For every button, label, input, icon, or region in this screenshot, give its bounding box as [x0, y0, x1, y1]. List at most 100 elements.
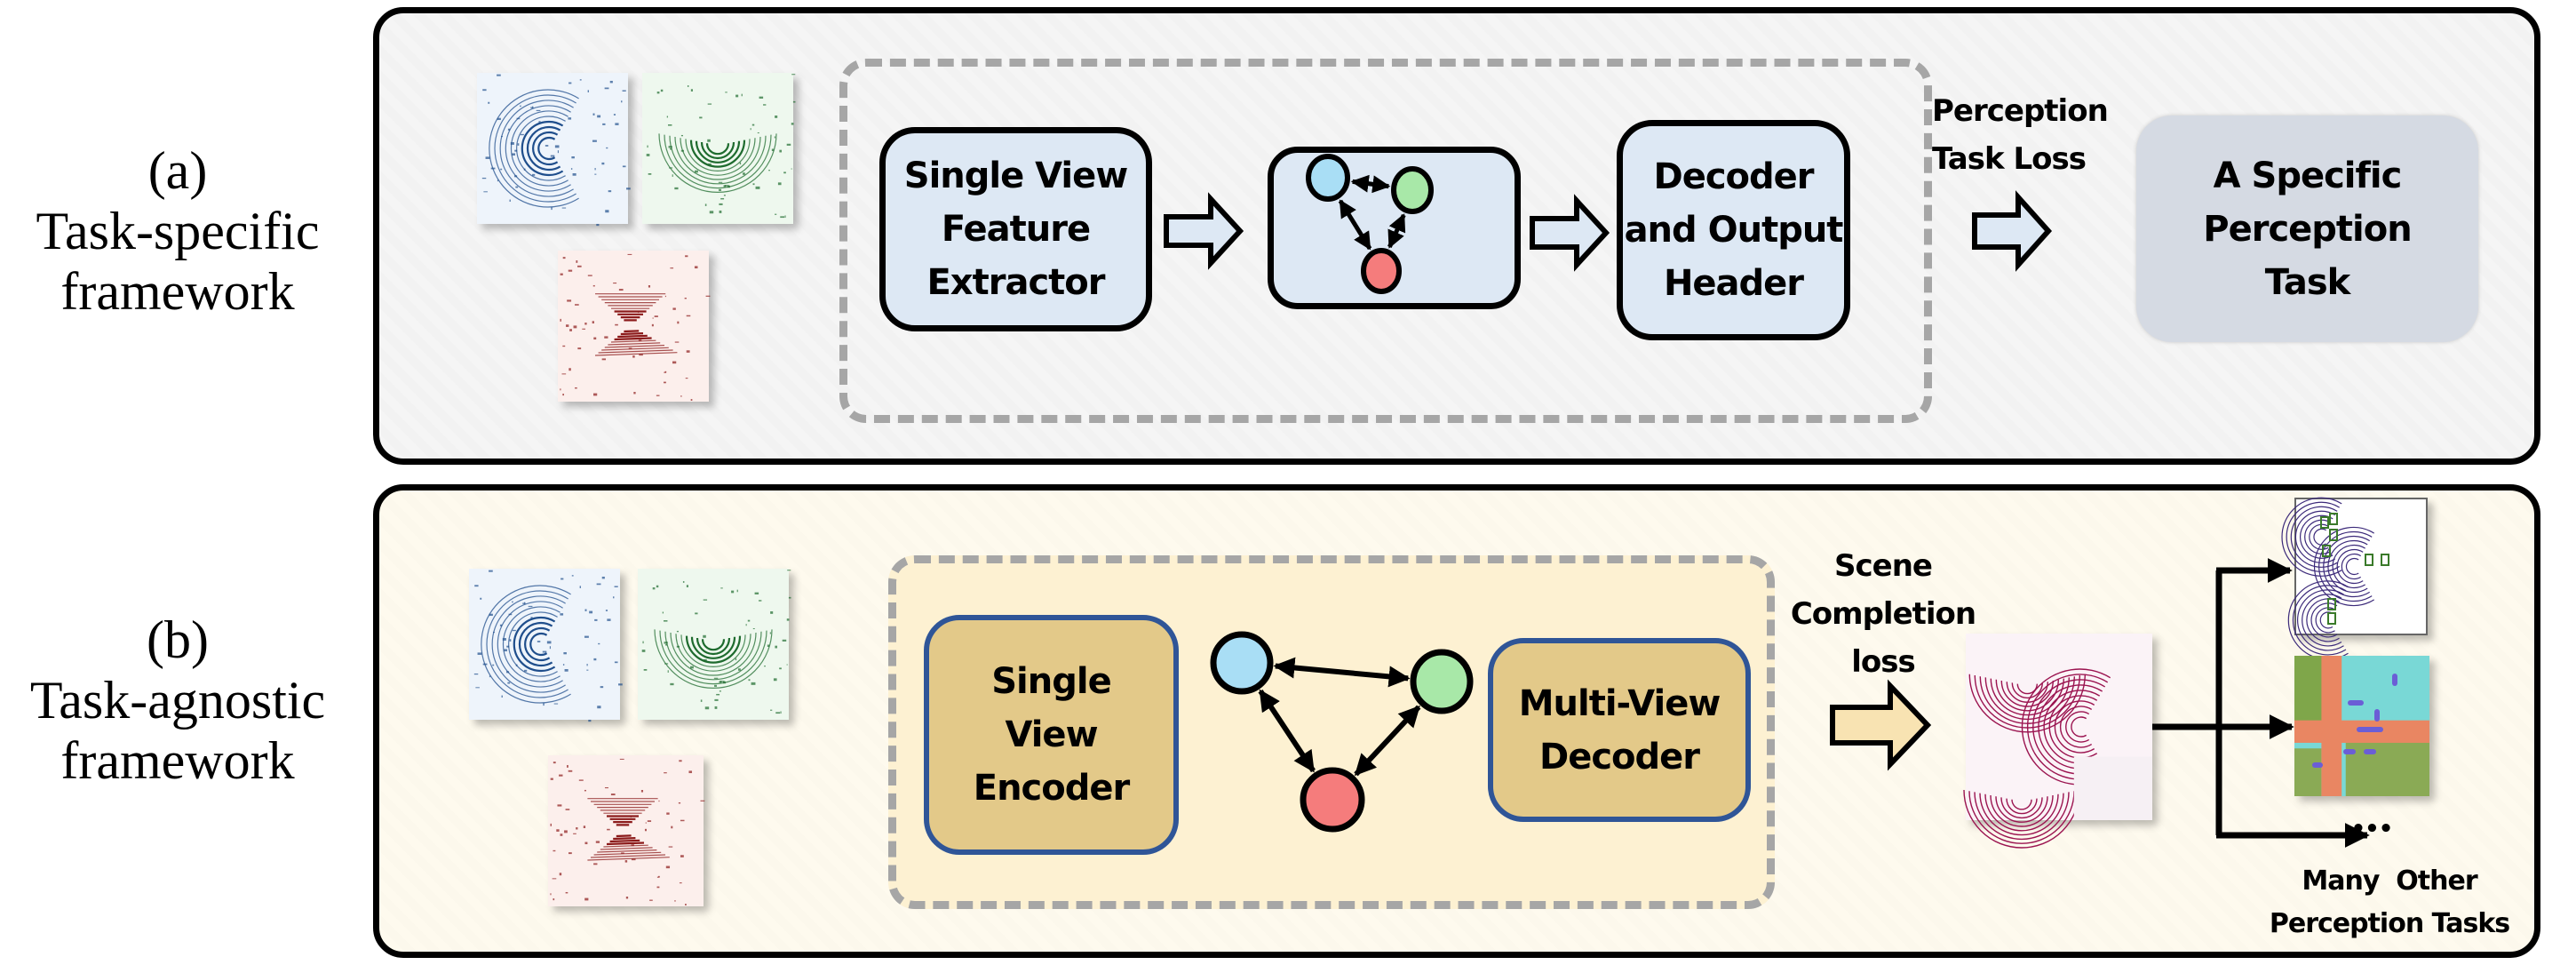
- vehicle-blob: [2357, 727, 2383, 732]
- point: [618, 683, 623, 686]
- point: [688, 770, 693, 774]
- point: [791, 168, 792, 170]
- point: [564, 669, 568, 672]
- point: [560, 833, 563, 836]
- point: [719, 188, 722, 191]
- point: [716, 693, 720, 696]
- scan-ring: [2323, 535, 2371, 598]
- point: [664, 381, 666, 384]
- point: [530, 107, 534, 108]
- model-dashed-container: [839, 59, 1932, 423]
- encoder-line1: Single: [991, 661, 1111, 702]
- point: [773, 678, 777, 682]
- scan-ring: [1984, 794, 2059, 832]
- scan-ring: [2054, 700, 2095, 754]
- point: [584, 323, 587, 325]
- point: [565, 891, 568, 894]
- scan-ring: [524, 626, 551, 662]
- point: [707, 163, 712, 165]
- scan-ring: [590, 801, 666, 858]
- scan-ring: [680, 138, 756, 176]
- panel-b-letter: (b): [147, 610, 209, 669]
- point: [731, 590, 735, 594]
- point: [532, 173, 536, 176]
- point: [500, 136, 504, 138]
- point: [775, 116, 778, 118]
- point: [649, 899, 653, 901]
- scan-ring: [2292, 585, 2347, 656]
- point: [775, 712, 781, 714]
- point: [515, 664, 518, 666]
- point: [559, 774, 563, 777]
- point: [684, 297, 687, 299]
- point: [550, 893, 552, 896]
- point: [613, 596, 615, 599]
- scan-ring: [670, 632, 757, 676]
- scan-ring: [2302, 594, 2342, 647]
- scan-ring: [689, 140, 746, 168]
- point: [680, 855, 684, 857]
- point: [505, 671, 510, 674]
- scan-ring: [2300, 514, 2334, 559]
- point: [602, 123, 606, 125]
- scan-ring: [2315, 607, 2335, 634]
- vehicle-blob: [2343, 749, 2356, 754]
- bounding-box: [2329, 529, 2338, 541]
- point: [788, 596, 791, 599]
- scan-ring: [1974, 792, 2070, 841]
- point: [497, 117, 501, 121]
- point: [502, 638, 506, 641]
- graph-node-red: [1361, 248, 1402, 294]
- point: [584, 841, 588, 845]
- point: [510, 142, 514, 145]
- point: [699, 116, 703, 119]
- scan-ring: [616, 824, 632, 838]
- point: [631, 858, 636, 861]
- point: [489, 570, 493, 572]
- scan-ring: [1990, 678, 2064, 716]
- lidar-thumbnail-green: [638, 569, 791, 720]
- extractor-line1: Single View: [903, 156, 1128, 196]
- point: [757, 132, 759, 134]
- point: [604, 786, 608, 789]
- point: [664, 371, 667, 372]
- point: [504, 649, 507, 652]
- point: [557, 150, 560, 154]
- point: [727, 185, 730, 188]
- point: [549, 646, 552, 650]
- point: [553, 849, 556, 852]
- point: [674, 900, 676, 902]
- point: [550, 778, 553, 780]
- point: [786, 664, 788, 666]
- vehicle-blob: [2374, 709, 2380, 722]
- point: [664, 772, 667, 774]
- point: [736, 589, 738, 593]
- point: [718, 181, 723, 183]
- scan-ring: [537, 136, 556, 161]
- point: [582, 328, 585, 330]
- point: [592, 140, 597, 142]
- lidar-thumbnail-blue: [477, 73, 631, 227]
- scan-ring: [481, 585, 571, 704]
- point: [562, 345, 566, 347]
- scan-ring: [489, 89, 579, 208]
- point: [656, 585, 659, 588]
- point: [703, 658, 707, 661]
- point: [676, 630, 679, 633]
- point: [664, 663, 669, 665]
- point: [663, 620, 668, 622]
- point: [751, 682, 756, 685]
- point: [543, 703, 545, 706]
- ellipsis-icon: •••: [2350, 816, 2394, 842]
- point: [720, 197, 725, 200]
- scan-ring: [695, 140, 741, 163]
- point: [700, 699, 703, 702]
- point: [492, 632, 496, 634]
- point: [735, 94, 739, 98]
- point: [597, 706, 601, 709]
- point: [550, 155, 555, 157]
- point: [562, 394, 564, 396]
- point: [520, 105, 521, 108]
- point: [770, 709, 773, 711]
- point: [783, 171, 786, 174]
